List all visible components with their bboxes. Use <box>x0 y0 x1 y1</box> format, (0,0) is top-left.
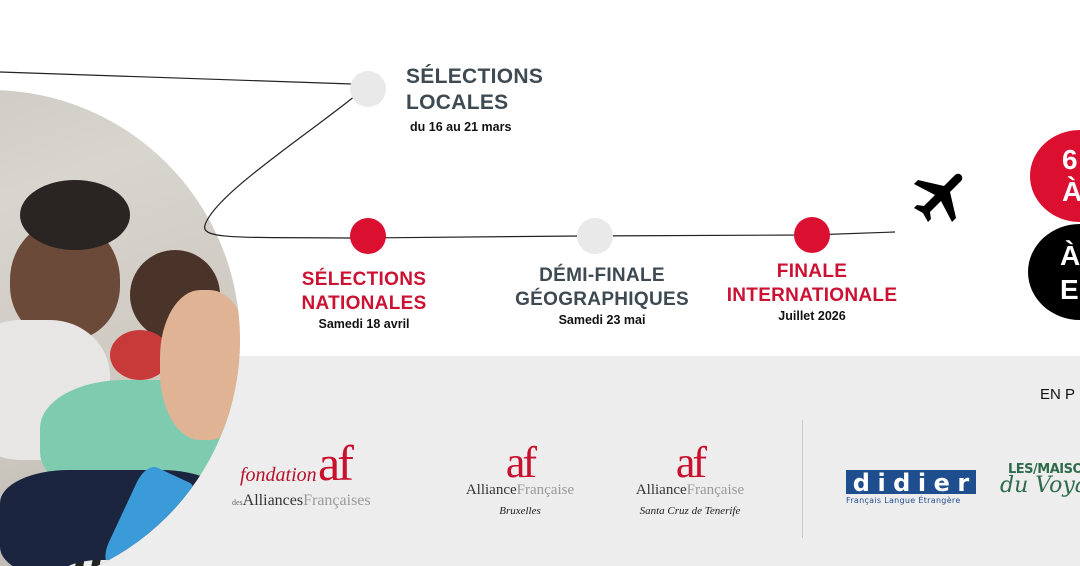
stage-date: Samedi 23 mai <box>558 313 646 327</box>
logo-af-santa-cruz: af AllianceFrançaise Santa Cruz de Tener… <box>628 438 752 518</box>
partner-divider <box>802 420 803 538</box>
logo-letter: i <box>877 469 886 497</box>
logo-letter: d <box>852 469 870 497</box>
logo-letter: i <box>917 469 927 497</box>
logo-name-b: Françaises <box>303 492 371 509</box>
stage-dot-finale <box>794 217 830 253</box>
logo-maisons-du-voyage: LES/MAISO du Voyag <box>1000 462 1080 498</box>
logo-name-a: Alliance <box>635 482 687 498</box>
logo-tagline: Français Langue Étrangère <box>846 496 961 505</box>
stage-title: GÉOGRAPHIQUES <box>515 289 689 310</box>
logo-top: LES/MAISO <box>1008 462 1080 477</box>
badge-line: E <box>1060 274 1079 305</box>
stage-date: Samedi 18 avril <box>318 317 410 331</box>
stage-dot-demi-finale <box>577 218 613 254</box>
af-mark-icon: af <box>675 438 707 487</box>
badge-line: 6 <box>1062 144 1078 175</box>
stage-title: SÉLECTIONS <box>301 269 427 290</box>
logo-fondation-alliances-francaises: fondation af desAlliancesFrançaises <box>232 435 412 514</box>
logo-name-b: Française <box>686 482 745 498</box>
logo-city: Santa Cruz de Tenerife <box>639 505 741 517</box>
logo-name-b: Française <box>516 482 575 498</box>
af-mark-icon: af <box>318 435 354 491</box>
badge-line: À <box>1060 240 1080 271</box>
stage-title: SÉLECTIONS <box>406 65 544 88</box>
stage-label-demi-finale: DÉMI-FINALE GÉOGRAPHIQUES Samedi 23 mai <box>496 264 708 328</box>
stage-title: NATIONALES <box>301 293 427 314</box>
logo-letter: r <box>957 469 970 497</box>
stage-dot-nationales <box>350 218 386 254</box>
logo-prefix: des <box>232 498 243 507</box>
logo-didier: d i d i e r Français Langue Étrangère <box>846 470 976 505</box>
stage-title: LOCALES <box>406 91 509 114</box>
logo-name-a: Alliance <box>465 482 517 498</box>
badge-line: À <box>1062 176 1080 207</box>
stage-title: DÉMI-FINALE <box>539 265 665 286</box>
logo-city: Bruxelles <box>499 505 541 517</box>
students-photo <box>0 90 240 566</box>
logo-bottom: du Voyag <box>1000 473 1080 498</box>
stage-date: Juillet 2026 <box>778 309 846 323</box>
stage-label-locales: SÉLECTIONS LOCALES du 16 au 21 mars <box>406 64 543 135</box>
af-mark-icon: af <box>505 438 537 487</box>
stage-title: FINALE <box>776 261 848 282</box>
logo-letter: d <box>893 469 911 497</box>
stage-date: du 16 au 21 mars <box>410 120 512 134</box>
logo-script: fondation <box>240 464 317 486</box>
logo-name-a: Alliances <box>242 492 304 509</box>
stage-title: INTERNATIONALE <box>726 285 898 306</box>
partnership-heading: EN P <box>1040 386 1076 403</box>
airplane-icon <box>913 173 963 223</box>
stage-label-finale: FINALE INTERNATIONALE Juillet 2026 <box>710 260 914 324</box>
logo-letter: e <box>933 469 950 497</box>
logo-af-bruxelles: af AllianceFrançaise Bruxelles <box>458 438 582 518</box>
stage-dot-locales <box>350 71 386 107</box>
stage-label-nationales: SÉLECTIONS NATIONALES Samedi 18 avril <box>280 268 448 332</box>
